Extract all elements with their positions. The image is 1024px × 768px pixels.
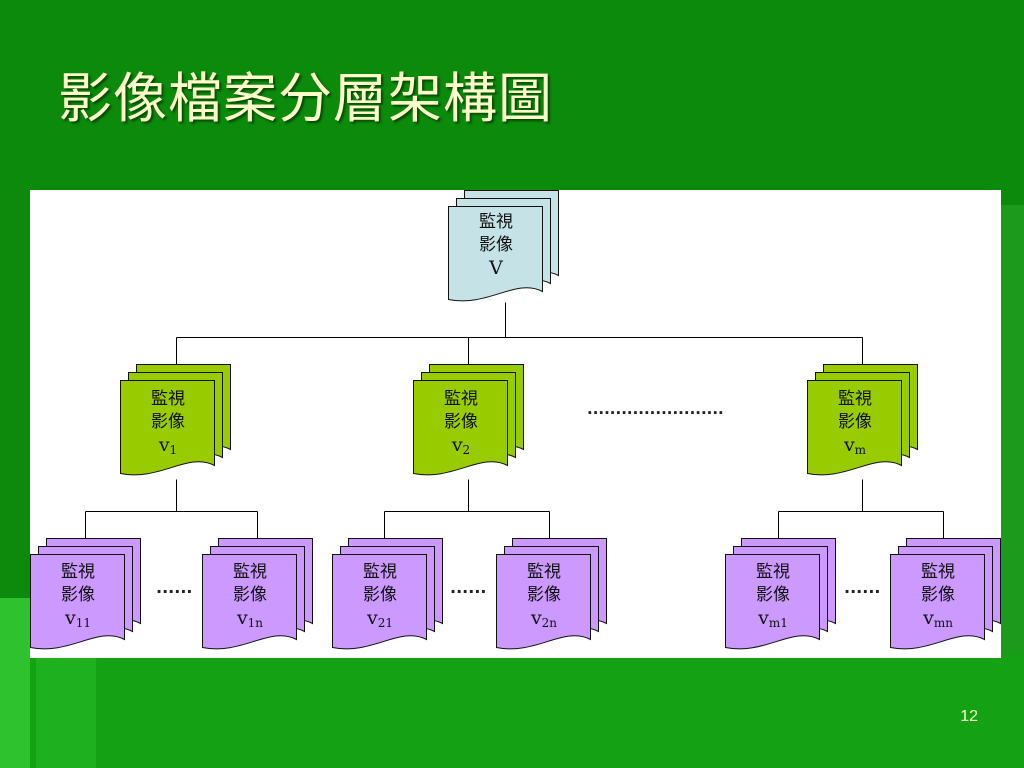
ellipsis-level1: ........................	[587, 400, 724, 418]
node-var: vmn	[923, 607, 953, 630]
node-line2: 影像	[233, 585, 267, 605]
node-level1-vm-label: 監視 影像 vm	[807, 389, 903, 457]
ellipsis-level2-group1: ......	[156, 578, 193, 597]
node-line1: 監視	[756, 562, 790, 582]
node-root-var: V	[489, 257, 503, 279]
node-var: v11	[64, 607, 91, 630]
hierarchy-diagram: 監視 影像 V 監視 影像 v1 監視 影像 v2 監視 影像 vm .....…	[30, 190, 1001, 658]
node-var: v1n	[236, 607, 264, 630]
document-stack-icon	[332, 538, 443, 650]
node-line2: 影像	[527, 585, 561, 605]
node-line1: 監視	[838, 389, 872, 409]
document-sheet-3	[30, 554, 125, 650]
page-number: 12	[960, 708, 978, 725]
document-stack-icon	[120, 364, 231, 476]
document-stack-icon	[725, 538, 836, 650]
node-line1: 監視	[444, 389, 478, 409]
node-level1-v1-label: 監視 影像 v1	[120, 389, 216, 457]
document-sheet-3	[202, 554, 297, 650]
node-line1: 監視	[363, 562, 397, 582]
node-line2: 影像	[756, 585, 790, 605]
node-level2-v2n-label: 監視 影像 v2n	[496, 562, 592, 630]
document-stack-icon	[496, 538, 607, 650]
ellipsis-level2-group2: ......	[450, 578, 487, 597]
document-stack-icon	[30, 538, 141, 650]
node-line1: 監視	[527, 562, 561, 582]
node-level1-v2-label: 監視 影像 v2	[413, 389, 509, 457]
node-var: v2	[451, 434, 471, 457]
background-right-stripe	[1001, 205, 1024, 655]
ellipsis-level2-group3: ......	[844, 578, 881, 597]
document-sheet-3	[725, 554, 820, 650]
document-stack-icon	[448, 190, 559, 302]
node-line2: 影像	[151, 412, 185, 432]
node-var: vm	[843, 434, 867, 457]
node-line2: 影像	[363, 585, 397, 605]
node-line1: 監視	[61, 562, 95, 582]
node-line2: 影像	[444, 412, 478, 432]
document-sheet-3	[448, 206, 543, 302]
node-var: v2n	[530, 607, 558, 630]
document-sheet-3	[332, 554, 427, 650]
node-root-line2: 影像	[479, 235, 513, 255]
node-var: vm1	[758, 607, 788, 630]
node-line2: 影像	[921, 585, 955, 605]
slide-title: 影像檔案分層架構圖	[58, 67, 553, 130]
node-line1: 監視	[921, 562, 955, 582]
node-level2-vmn-label: 監視 影像 vmn	[890, 562, 986, 630]
node-var: v21	[366, 607, 393, 630]
document-sheet-3	[890, 554, 985, 650]
document-sheet-3	[807, 380, 902, 476]
node-level2-v21-label: 監視 影像 v21	[332, 562, 428, 630]
node-var: v1	[158, 434, 178, 457]
document-stack-icon	[890, 538, 1001, 650]
document-stack-icon	[202, 538, 313, 650]
document-sheet-3	[496, 554, 591, 650]
node-line1: 監視	[151, 389, 185, 409]
document-sheet-3	[120, 380, 215, 476]
node-level2-vm1-label: 監視 影像 vm1	[725, 562, 821, 630]
node-line1: 監視	[233, 562, 267, 582]
node-line2: 影像	[838, 412, 872, 432]
node-level2-v11-label: 監視 影像 v11	[30, 562, 126, 630]
background-left-stripe	[0, 598, 30, 768]
node-root-label: 監視 影像 V	[448, 214, 544, 279]
node-root-line1: 監視	[479, 212, 513, 232]
node-level2-v1n-label: 監視 影像 v1n	[202, 562, 298, 630]
document-stack-icon	[413, 364, 524, 476]
node-line2: 影像	[61, 585, 95, 605]
document-stack-icon	[807, 364, 918, 476]
document-sheet-3	[413, 380, 508, 476]
